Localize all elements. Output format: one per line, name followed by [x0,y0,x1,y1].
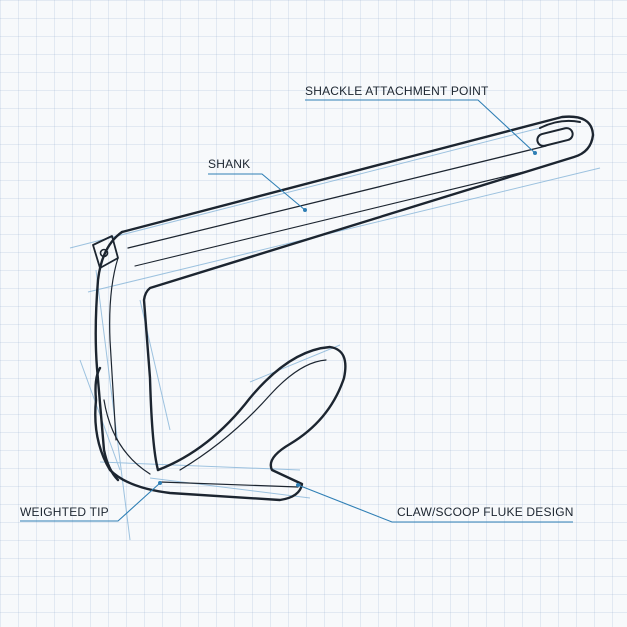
label-weighted-tip: WEIGHTED TIP [20,505,109,519]
leader-tip-dot [158,481,162,485]
leader-shank [208,173,306,211]
shank-inner-line [127,145,547,249]
shackle-end [539,119,581,129]
claw-tip-line [159,481,299,488]
claw-fluke [94,345,347,502]
leader-claw-dot [296,483,300,487]
leader-lines [20,99,573,523]
label-shackle-attachment-point: SHACKLE ATTACHMENT POINT [305,84,489,98]
weighted-tip-face [103,399,151,475]
leader-shackle-dot [533,151,537,155]
leader-shank-dot [303,208,307,212]
label-claw-scoop-fluke-design: CLAW/SCOOP FLUKE DESIGN [397,505,574,519]
label-shank: SHANK [208,157,251,171]
shank-outer-edge [120,115,595,472]
heel-hole [99,248,109,258]
anchor-back-inner [109,257,119,441]
leader-claw [297,484,573,523]
heel-lug [92,235,119,269]
claw-fluke-inner [179,359,327,471]
anchor-body [92,115,595,502]
shank-bevel-line [134,167,541,267]
construction-lines [69,127,601,541]
leader-shackle [305,99,536,154]
shackle-slot [536,127,574,147]
leader-tip [20,482,161,522]
